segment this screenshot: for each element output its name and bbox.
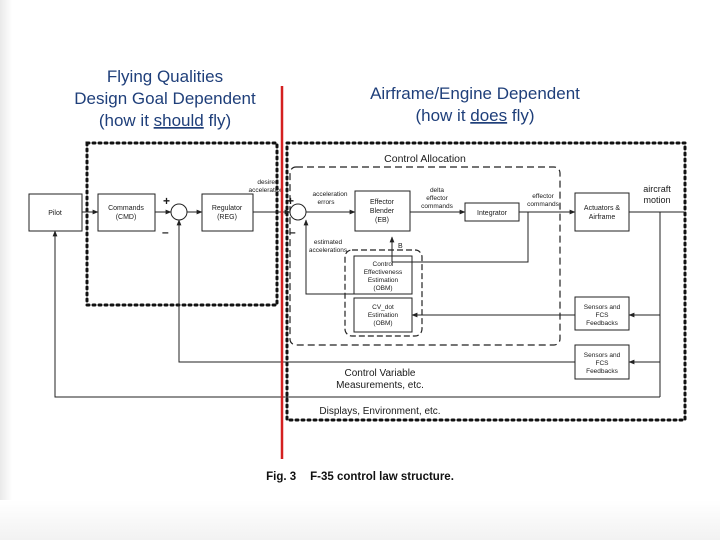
integrator-block: Integrator xyxy=(464,202,520,222)
summing-junction-1 xyxy=(170,203,188,221)
control-variable-label-1: Control Variable xyxy=(345,368,416,379)
estimated-accelerations-label-1: estimated xyxy=(314,239,343,246)
svg-text:Estimation: Estimation xyxy=(368,277,399,284)
plus-sign-1: + xyxy=(163,194,170,208)
regulator-block: Regulator (REG) xyxy=(201,193,254,232)
svg-text:Estimation: Estimation xyxy=(368,312,399,319)
svg-text:(OBM): (OBM) xyxy=(373,320,392,327)
header-left-line2: Design Goal Dependent xyxy=(74,89,256,108)
aircraft-motion-label-1: aircraft xyxy=(643,184,671,194)
sensors-block-2: Sensors and FCS Feedbacks xyxy=(574,344,630,380)
svg-text:FCS: FCS xyxy=(596,312,610,319)
svg-text:CV_dot: CV_dot xyxy=(372,304,394,311)
desired-acceleration-label-1: desired xyxy=(257,179,279,186)
minus-sign-1: – xyxy=(162,225,169,239)
b-label: B xyxy=(398,243,403,250)
svg-text:Commands: Commands xyxy=(108,205,144,212)
delta-effector-label-3: commands xyxy=(421,203,454,210)
control-allocation-region xyxy=(289,166,561,346)
svg-text:Feedbacks: Feedbacks xyxy=(586,320,619,327)
header-right-line2: (how it does fly) xyxy=(415,106,534,125)
svg-text:(REG): (REG) xyxy=(217,214,237,221)
plus-sign-2: + xyxy=(287,194,294,208)
delta-effector-label-2: effector xyxy=(426,195,448,202)
bottom-edge-shade xyxy=(0,500,720,540)
commands-block: Commands (CMD) xyxy=(97,193,156,232)
displays-label: Displays, Environment, etc. xyxy=(319,406,440,417)
svg-text:FCS: FCS xyxy=(596,360,610,367)
flying-qualities-region xyxy=(85,141,279,307)
estimated-accelerations-label-2: accelerations xyxy=(309,247,348,254)
svg-text:Blender: Blender xyxy=(370,208,395,215)
svg-text:Pilot: Pilot xyxy=(48,210,62,217)
header-left-line1: Flying Qualities xyxy=(107,67,223,86)
acceleration-errors-label-2: errors xyxy=(318,199,336,206)
svg-text:(OBM): (OBM) xyxy=(373,285,392,292)
svg-text:Feedbacks: Feedbacks xyxy=(586,368,619,375)
desired-acceleration-label-2: acceleration xyxy=(248,187,283,194)
svg-text:Control: Control xyxy=(373,261,395,268)
svg-text:(CMD): (CMD) xyxy=(116,214,137,221)
aircraft-motion-label-2: motion xyxy=(643,195,670,205)
effector-commands-label-1: effector xyxy=(532,193,554,200)
effector-blender-block: Effector Blender (EB) xyxy=(354,190,411,232)
svg-text:Sensors and: Sensors and xyxy=(584,304,621,311)
svg-text:Airframe: Airframe xyxy=(589,214,616,221)
effector-commands-label-2: commands xyxy=(527,201,560,208)
svg-text:Actuators &: Actuators & xyxy=(584,205,621,212)
control-variable-label-2: Measurements, etc. xyxy=(336,380,424,391)
svg-text:Integrator: Integrator xyxy=(477,210,508,217)
svg-text:Regulator: Regulator xyxy=(212,205,243,212)
minus-sign-2: – xyxy=(289,225,296,239)
signal-lines xyxy=(52,209,684,398)
header-left-line3: (how it should fly) xyxy=(99,111,231,130)
control-allocation-label: Control Allocation xyxy=(384,153,466,165)
header-right-line1: Airframe/Engine Dependent xyxy=(370,84,580,103)
svg-text:Effectiveness: Effectiveness xyxy=(364,269,403,276)
airframe-region xyxy=(285,141,687,422)
sensors-block-1: Sensors and FCS Feedbacks xyxy=(574,296,630,331)
left-edge-shade xyxy=(0,0,12,540)
svg-text:(EB): (EB) xyxy=(375,217,389,224)
delta-effector-label-1: delta xyxy=(430,187,444,194)
svg-text:Effector: Effector xyxy=(370,199,395,206)
acceleration-errors-label-1: acceleration xyxy=(312,191,347,198)
pilot-block: Pilot xyxy=(28,193,83,232)
obm-region xyxy=(344,249,423,337)
cv-dot-estimation-block: CV_dot Estimation (OBM) xyxy=(353,297,413,333)
svg-text:Sensors and: Sensors and xyxy=(584,352,621,359)
actuators-block: Actuators & Airframe xyxy=(574,192,630,232)
